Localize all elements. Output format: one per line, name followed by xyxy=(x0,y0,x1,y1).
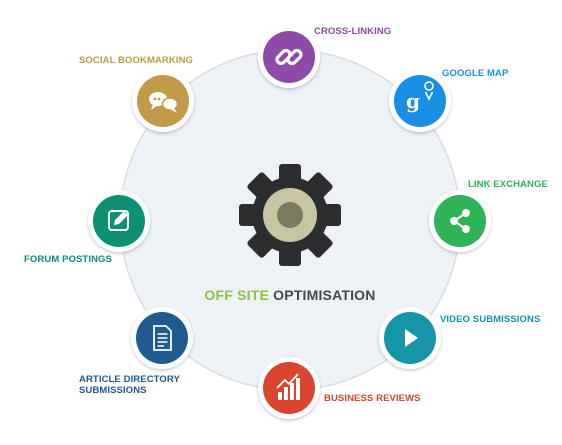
speech-bubbles-icon xyxy=(149,92,179,113)
label-link-exchange: LINK EXCHANGE xyxy=(468,179,548,190)
edit-icon xyxy=(108,210,129,231)
chain-link-icon xyxy=(275,48,303,66)
svg-text:g: g xyxy=(406,89,420,113)
google-plus-pin-icon: g xyxy=(406,81,434,113)
bar-chart-icon xyxy=(276,373,300,400)
node-video-submissions[interactable] xyxy=(379,307,441,369)
gear-icon xyxy=(239,164,341,266)
node-link-exchange[interactable] xyxy=(429,190,491,252)
node-cross-linking[interactable] xyxy=(258,26,320,88)
title-part1: OFF SITE xyxy=(204,287,270,303)
share-icon xyxy=(450,209,470,233)
node-social-bookmarking[interactable] xyxy=(132,70,194,132)
label-forum-postings: FORUM POSTINGS xyxy=(24,254,112,265)
document-icon xyxy=(153,325,172,351)
node-google-map[interactable]: g xyxy=(389,70,451,132)
label-google-map: GOOGLE MAP xyxy=(442,68,509,79)
node-forum-postings[interactable] xyxy=(88,190,150,252)
play-icon xyxy=(405,329,418,347)
diagram-title: OFF SITE OPTIMISATION xyxy=(170,287,410,303)
node-article-directory[interactable] xyxy=(131,307,193,369)
label-social-bookmarking: SOCIAL BOOKMARKING xyxy=(79,55,194,66)
title-part2: OPTIMISATION xyxy=(273,287,376,303)
node-business-reviews[interactable] xyxy=(258,357,320,419)
label-cross-linking: CROSS-LINKING xyxy=(314,26,392,37)
label-business-reviews: BUSINESS REVIEWS xyxy=(324,393,421,404)
label-article-directory: ARTICLE DIRECTORY SUBMISSIONS xyxy=(79,374,180,396)
label-video-submissions: VIDEO SUBMISSIONS xyxy=(440,314,541,325)
